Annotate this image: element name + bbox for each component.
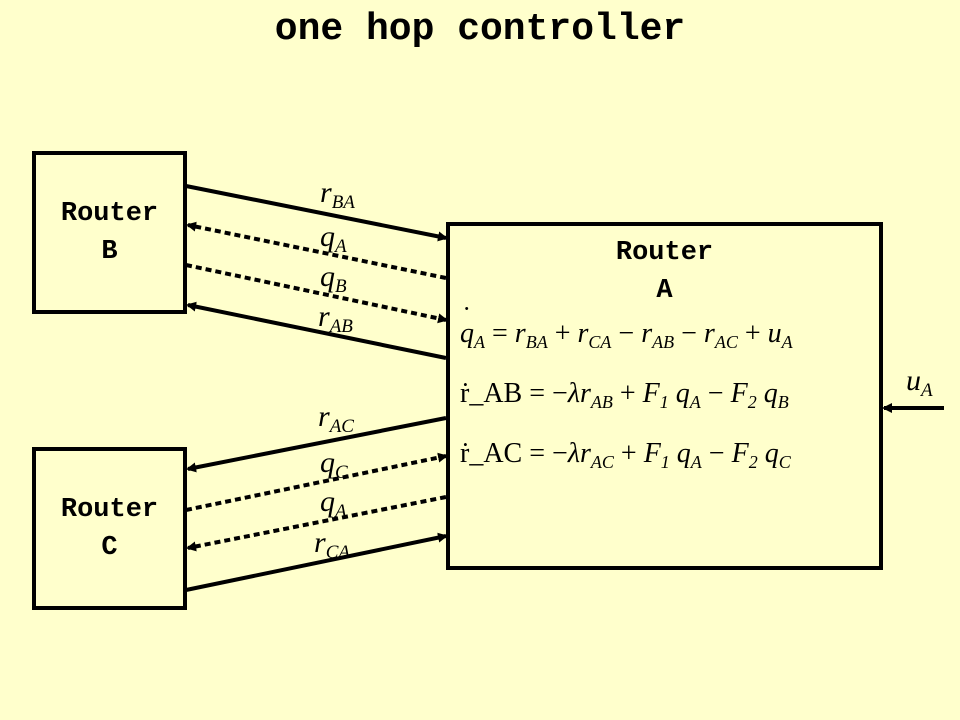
label-r-ac: rAC <box>318 400 354 437</box>
router-c-box[interactable]: Router C <box>32 447 187 610</box>
label-u-a: uA <box>906 364 933 401</box>
arrow-q-a-to-b <box>186 221 447 280</box>
equation-r-ac: ṙ_AC = −λrAC + F1 qA − F2 qC <box>460 438 791 472</box>
arrow-r-ba <box>185 184 448 242</box>
arrow-q-a-to-c <box>186 495 447 552</box>
label-r-ba: rBA <box>320 176 355 213</box>
equation-q-a: qA = rBA + rCA − rAB − rAC + uA <box>460 318 793 353</box>
router-b-label: Router B <box>36 195 183 271</box>
router-a-label: Router A <box>450 234 879 310</box>
label-q-c: qC <box>320 446 348 483</box>
label-r-ab: rAB <box>318 300 353 337</box>
router-b-line1: Router <box>60 199 159 229</box>
label-q-a-bottom: qA <box>320 485 347 522</box>
label-q-a-top: qA <box>320 220 347 257</box>
arrow-r-ca <box>185 532 448 592</box>
router-c-line2: C <box>101 533 118 563</box>
label-r-ca: rCA <box>314 526 350 563</box>
arrow-r-ac <box>186 416 447 473</box>
router-a-line2: A <box>656 276 673 306</box>
router-a-box[interactable]: Router A <box>446 222 883 570</box>
arrow-r-ab <box>186 301 447 360</box>
router-c-label: Router C <box>36 491 183 567</box>
router-a-line1: Router <box>615 238 714 268</box>
arrow-q-c-to-a <box>185 452 448 512</box>
page-title: one hop controller <box>274 8 686 51</box>
router-b-line2: B <box>101 237 118 267</box>
arrow-q-b-to-a <box>185 263 448 324</box>
equation-r-ab: ṙ_AB = −λrAB + F1 qA − F2 qB <box>460 378 789 412</box>
router-c-line1: Router <box>60 495 159 525</box>
label-q-b: qB <box>320 260 347 297</box>
router-b-box[interactable]: Router B <box>32 151 187 314</box>
